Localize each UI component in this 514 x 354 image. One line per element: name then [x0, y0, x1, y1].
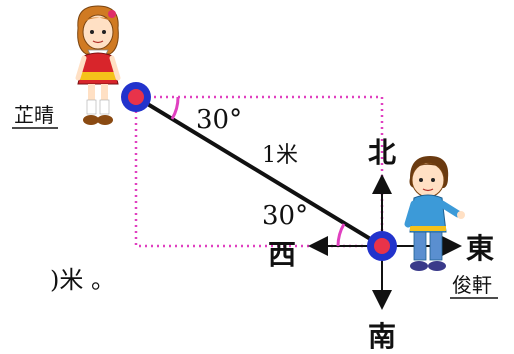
angle-label-bottom: 30°: [262, 201, 308, 231]
east-label: 東: [466, 232, 494, 265]
dotted-rectangle: [134, 95, 384, 248]
girl-illustration: [75, 5, 121, 125]
angle-arc-top: [170, 96, 180, 120]
boy-name-label: 俊軒: [452, 273, 492, 297]
angle-arc-bottom: [336, 223, 346, 247]
distance-label: 1米: [262, 143, 298, 168]
girl-position-dot: [121, 82, 151, 112]
west-label: 西: [268, 238, 296, 271]
boy-position-dot: [367, 231, 397, 261]
angle-label-top: 30°: [196, 105, 242, 135]
girl-name-label: 芷晴: [14, 103, 54, 127]
answer-blank-text: )米 。: [50, 266, 115, 294]
south-label: 南: [368, 320, 396, 353]
distance-line: [134, 95, 384, 248]
north-label: 北: [368, 136, 396, 169]
boy-illustration: [404, 156, 465, 271]
